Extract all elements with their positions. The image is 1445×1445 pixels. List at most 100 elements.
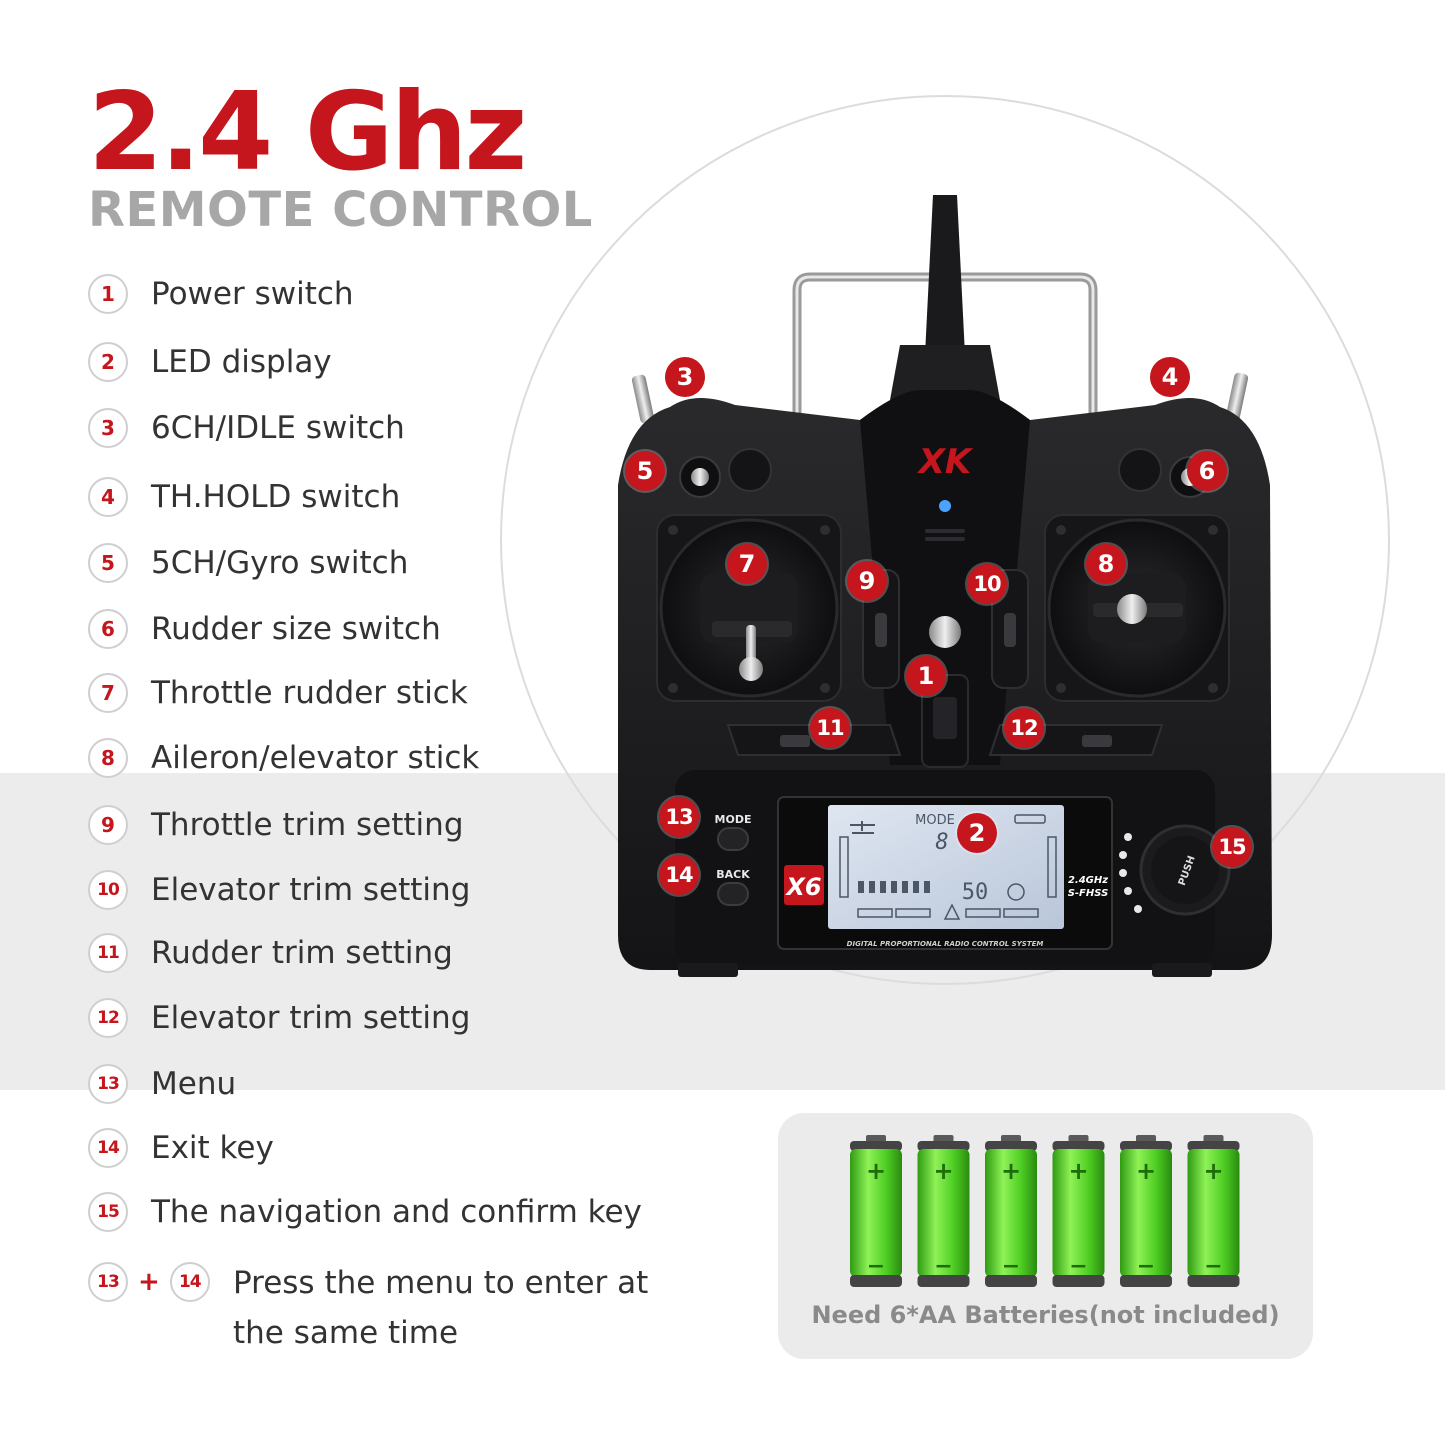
marker-rudder-trim: 11 <box>810 708 850 748</box>
feature-number: 14 <box>169 1262 210 1302</box>
page-subtitle: REMOTE CONTROL <box>88 182 593 238</box>
battery-panel: +−+−+−+−+−+− Need 6*AA Batteries(not inc… <box>778 1113 1313 1359</box>
feature-item: 11 Rudder trim setting <box>88 930 453 976</box>
marker-menu: 13 <box>659 797 699 837</box>
plus-sign: + <box>138 1267 160 1297</box>
feature-label: 5CH/Gyro switch <box>151 545 409 581</box>
background-arc <box>500 95 1390 985</box>
lcd-digit: 8 <box>935 830 948 855</box>
battery-minus: − <box>1002 1254 1020 1279</box>
battery-plus: + <box>1001 1157 1021 1185</box>
feature-item: 1 Power switch <box>88 271 354 317</box>
feature-number: 9 <box>88 805 128 845</box>
feature-label: Throttle rudder stick <box>151 675 468 711</box>
feature-number: 6 <box>88 609 128 649</box>
back-button[interactable] <box>717 882 749 906</box>
battery-minus: − <box>867 1254 885 1279</box>
feature-number: 14 <box>88 1128 128 1168</box>
remote-illustration: XK MO <box>618 195 1272 977</box>
feature-number: 3 <box>88 408 128 448</box>
feature-number: 2 <box>88 342 128 382</box>
feature-number: 13 <box>88 1064 128 1104</box>
battery-plus: + <box>1203 1157 1223 1185</box>
mode-label: MODE <box>715 813 752 826</box>
feature-number: 11 <box>88 933 128 973</box>
feature-item: 8 Aileron/elevator stick <box>88 735 479 781</box>
freq-label: 2.4GHz <box>1068 875 1108 886</box>
feature-number: 4 <box>88 477 128 517</box>
marker-throttle-rudder-stick: 7 <box>727 544 767 584</box>
lcd-value: 50 <box>962 880 989 905</box>
marker-rudder-size-switch: 6 <box>1187 451 1227 491</box>
feature-number: 1 <box>88 274 128 314</box>
feature-label: Menu <box>151 1066 237 1102</box>
feature-label: Rudder trim setting <box>151 935 453 971</box>
feature-item: 13 Menu <box>88 1061 236 1107</box>
feature-item: 3 6CH/IDLE switch <box>88 405 405 451</box>
combo-line-1: Press the menu to enter at <box>233 1265 649 1301</box>
battery-plus: + <box>866 1157 886 1185</box>
battery-row: +−+−+−+−+−+− <box>850 1135 1240 1287</box>
marker-elevator-trim: 10 <box>967 564 1007 604</box>
aa-battery-icon: +− <box>850 1135 902 1287</box>
feature-item: 10 Elevator trim setting <box>88 867 470 913</box>
feature-label: Elevator trim setting <box>151 1000 471 1036</box>
feature-item: 14 Exit key <box>88 1125 274 1171</box>
marker-led-display: 2 <box>957 813 997 853</box>
marker-exit-key: 14 <box>659 855 699 895</box>
feature-number: 10 <box>88 870 128 910</box>
feature-label: LED display <box>151 344 332 380</box>
system-label: DIGITAL PROPORTIONAL RADIO CONTROL SYSTE… <box>847 940 1044 948</box>
feature-label: Elevator trim setting <box>151 872 471 908</box>
feature-number: 8 <box>88 738 128 778</box>
feature-number: 5 <box>88 543 128 583</box>
feature-item: 2 LED display <box>88 339 332 385</box>
feature-number: 13 <box>88 1262 128 1302</box>
battery-minus: − <box>934 1254 952 1279</box>
mode-button[interactable] <box>717 827 749 851</box>
brand-logo: XK <box>917 442 974 482</box>
battery-minus: − <box>1204 1254 1222 1279</box>
battery-minus: − <box>1069 1254 1087 1279</box>
battery-plus: + <box>1136 1157 1156 1185</box>
marker-th-hold-switch: 4 <box>1150 357 1190 397</box>
feature-number: 7 <box>88 673 128 713</box>
aa-battery-icon: +− <box>917 1135 970 1287</box>
lcd-mode-text: MODE <box>915 813 955 828</box>
marker-5ch-gyro-switch: 5 <box>625 451 665 491</box>
aa-battery-icon: +− <box>1052 1135 1105 1287</box>
feature-label: The navigation and confirm key <box>151 1194 642 1230</box>
battery-minus: − <box>1137 1254 1155 1279</box>
feature-item: 15 The navigation and confirm key <box>88 1189 642 1235</box>
marker-elevator-trim-2: 12 <box>1004 708 1044 748</box>
feature-label: Aileron/elevator stick <box>151 740 480 776</box>
feature-item: 5 5CH/Gyro switch <box>88 540 408 586</box>
feature-combo: 13 + 14 <box>88 1259 210 1305</box>
battery-plus: + <box>933 1157 953 1185</box>
feature-label: Rudder size switch <box>151 611 441 647</box>
marker-navigation-key: 15 <box>1212 827 1252 867</box>
lcd-screen <box>828 805 1064 929</box>
feature-item: 9 Throttle trim setting <box>88 802 464 848</box>
battery-plus: + <box>1068 1157 1088 1185</box>
marker-aileron-elevator-stick: 8 <box>1086 544 1126 584</box>
back-label: BACK <box>716 868 750 881</box>
marker-6ch-idle-switch: 3 <box>665 357 705 397</box>
remote-controller: XK MO <box>560 185 1280 985</box>
combo-description: Press the menu to enter at the same time <box>233 1258 648 1358</box>
marker-power-switch: 1 <box>906 656 946 696</box>
feature-label: TH.HOLD switch <box>151 479 401 515</box>
feature-label: 6CH/IDLE switch <box>151 410 405 446</box>
feature-label: Power switch <box>151 276 354 312</box>
battery-requirement: Need 6*AA Batteries(not included) <box>811 1301 1280 1329</box>
feature-label: Throttle trim setting <box>151 807 464 843</box>
feature-label: Exit key <box>151 1130 274 1166</box>
model-badge: X6 <box>784 873 821 901</box>
feature-number: 15 <box>88 1192 128 1232</box>
feature-item: 4 TH.HOLD switch <box>88 474 400 520</box>
aa-battery-icon: +− <box>1120 1135 1172 1287</box>
page-title: 2.4 Ghz <box>88 70 527 195</box>
feature-item: 6 Rudder size switch <box>88 606 441 652</box>
combo-line-2: the same time <box>233 1315 459 1351</box>
